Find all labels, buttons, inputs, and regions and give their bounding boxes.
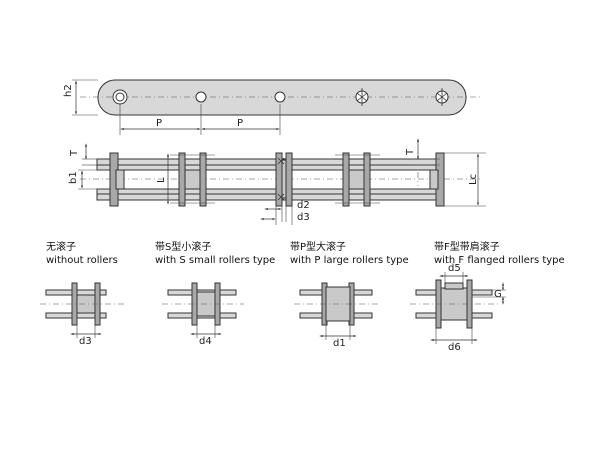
variant-label-en: with S small rollers type (155, 255, 275, 266)
bushing (115, 169, 125, 190)
variant-dim-label: d1 (333, 338, 346, 349)
dim-label-d3: d3 (297, 212, 310, 223)
dim-label-t-right: T (405, 148, 416, 156)
dim-label-h2: h2 (63, 84, 74, 97)
variant-dim-label: d3 (79, 336, 92, 347)
variant-dim-label: d6 (448, 342, 461, 353)
dim-label-b1: b1 (68, 171, 79, 184)
dim-label-p: P (237, 118, 243, 129)
top-view-link-plate (80, 79, 480, 116)
pin-hole (112, 89, 128, 105)
dim-label-t-left: T (69, 149, 80, 157)
variant-f-flanged-rollers: d5 G d6 (410, 263, 506, 353)
variant-label-cn: 带F型带肩滚子 (434, 240, 500, 253)
variant-label-cn: 带S型小滚子 (155, 240, 211, 253)
variant-label-cn: 带P型大滚子 (290, 240, 346, 253)
pin-hole (274, 91, 286, 103)
variant-s-small-rollers: d4 (162, 282, 244, 347)
link-joint (199, 152, 207, 207)
variant-link (71, 282, 78, 326)
variant-roller-flange (444, 282, 464, 290)
dim-label-l: L (156, 177, 167, 183)
cotter-pin-icon (436, 88, 448, 106)
side-plate-inner-bottom (96, 188, 443, 195)
dim-label-d2: d2 (297, 200, 310, 211)
variant-dim-label-side: G (494, 289, 502, 300)
link-joint (342, 152, 350, 207)
variant-label-en: with P large rollers type (290, 255, 409, 266)
cotter-pin-icon (356, 88, 368, 106)
variant-without-rollers: d3 (40, 282, 126, 347)
dim-label-p: P (156, 118, 162, 129)
dim-label-lc: Lc (468, 174, 479, 185)
pin-hole-inner (115, 92, 125, 102)
bushing (348, 169, 365, 190)
variant-label-cn: 无滚子 (46, 240, 76, 253)
side-plate-top (96, 158, 443, 166)
pin (281, 159, 287, 199)
side-plate-bottom (96, 193, 443, 201)
pin-hole (195, 91, 207, 103)
link-joint (363, 152, 371, 207)
pin-head-icon (277, 157, 285, 201)
bushing (184, 169, 201, 190)
variant-label-en: with F flanged rollers type (434, 255, 565, 266)
variant-p-large-rollers: d1 (294, 282, 380, 349)
link-joint (178, 152, 186, 207)
side-plate-inner-top (96, 164, 443, 171)
variant-dim-label-top: d5 (448, 263, 461, 274)
side-view-chain (80, 152, 480, 207)
variant-dim-label: d4 (199, 336, 212, 347)
bushing (429, 169, 439, 190)
variant-label-en: without rollers (46, 255, 118, 266)
link-joint (285, 152, 293, 207)
